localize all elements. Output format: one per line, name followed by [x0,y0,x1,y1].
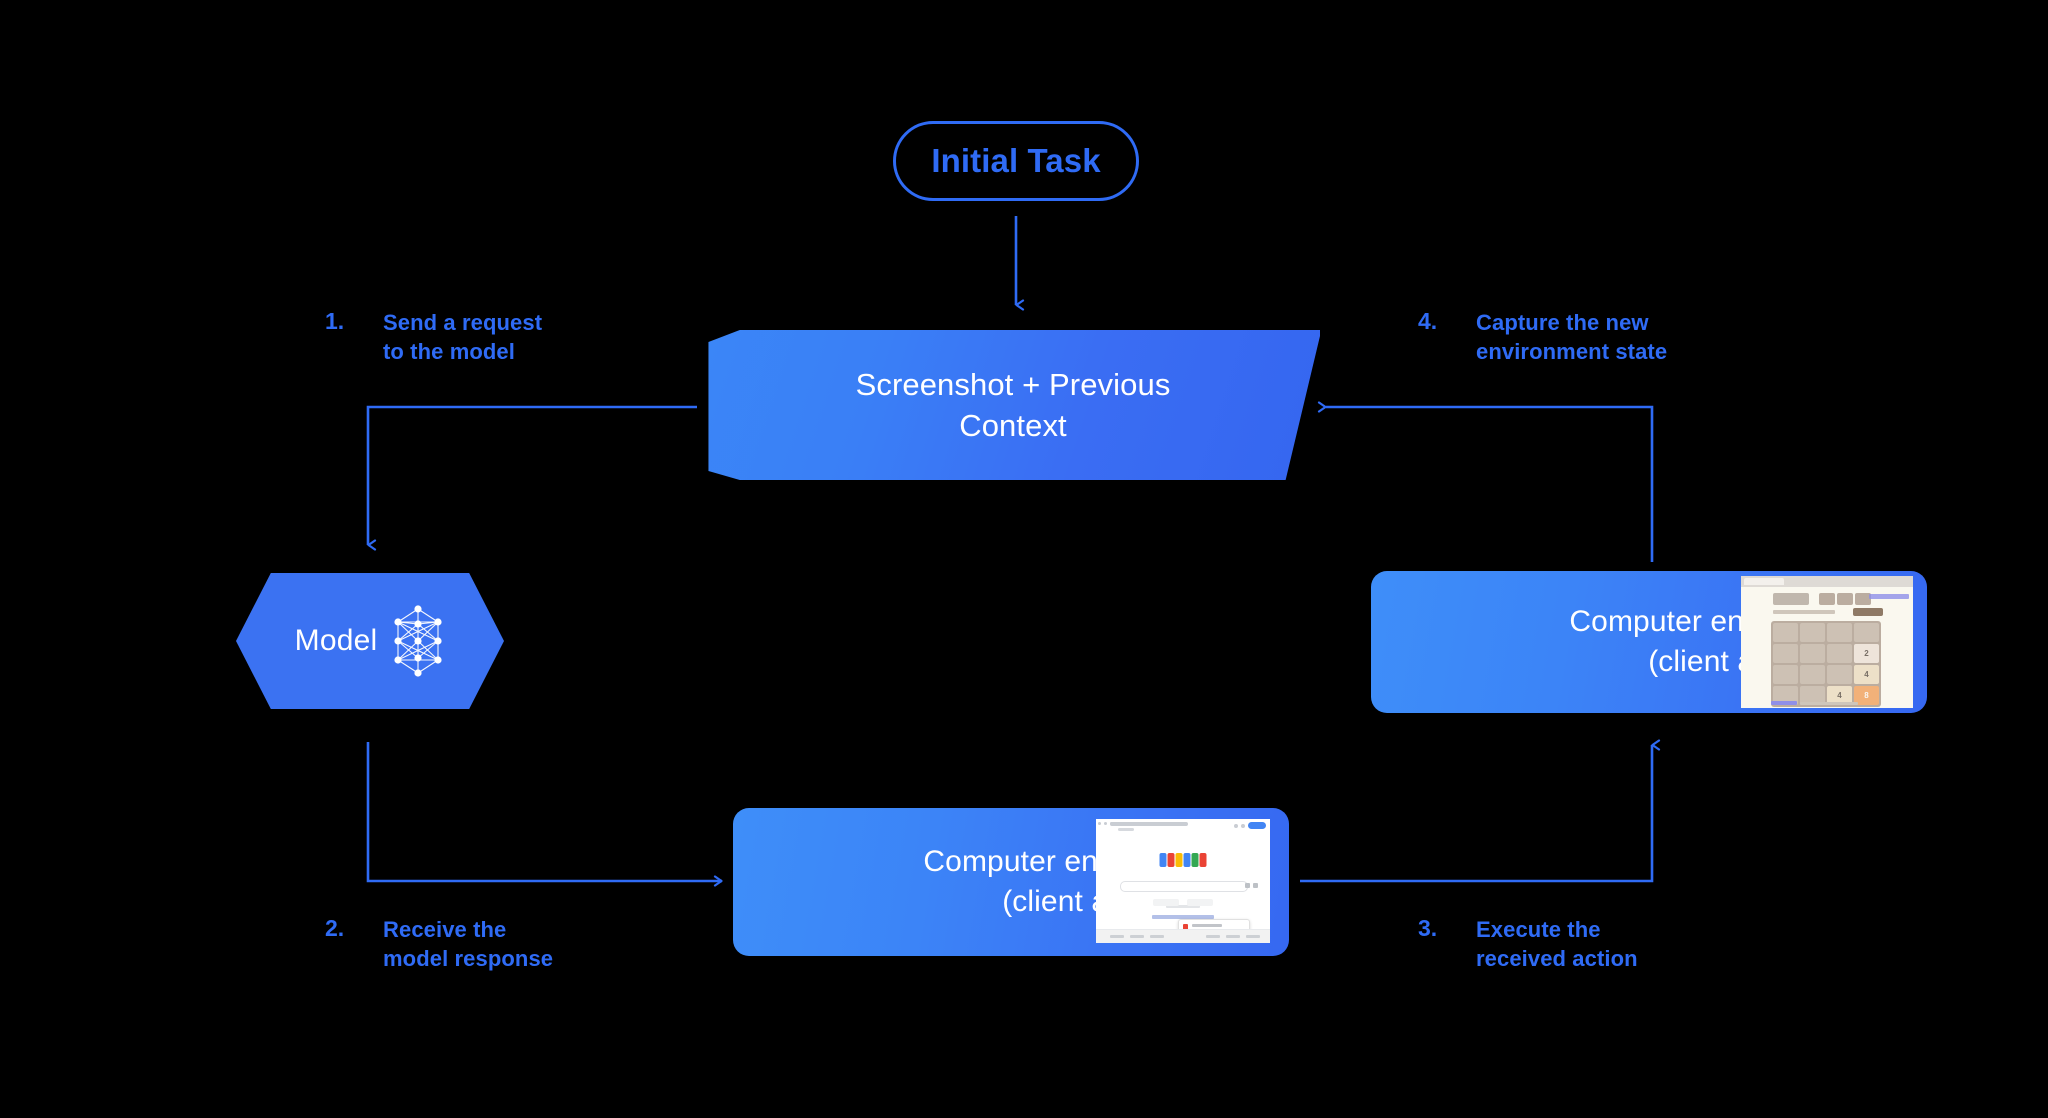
header-links[interactable] [1869,594,1909,599]
logo-letter [1159,853,1167,867]
neural-network-icon [394,605,442,677]
initial-task-node[interactable]: Initial Task [893,121,1139,201]
model-node[interactable]: Model [236,573,504,709]
grid-cell [1827,644,1852,663]
connector-context-to-model [366,405,697,551]
grid-cell [1827,623,1852,642]
grid-cell [1773,686,1798,705]
context-node-shape [708,330,1320,480]
logo-letter [1199,853,1207,867]
connector-model-to-env-bottom [366,742,723,887]
model-node-shape [236,573,504,709]
footer-link[interactable] [1130,935,1144,938]
microphone-icon[interactable] [1245,883,1250,888]
grid-cell [1773,665,1798,684]
step-3: 3. Execute the received action [1418,915,1638,973]
page-footer [1096,929,1270,943]
score-boxes [1819,593,1871,605]
step-4: 4. Capture the new environment state [1418,308,1667,366]
step-1-number: 1. [325,308,345,334]
initial-task-label: Initial Task [931,142,1101,179]
grid-cell [1800,623,1825,642]
grid-cell [1827,665,1852,684]
dialog-title [1192,924,1222,927]
dialog-icon [1183,924,1188,930]
extra-score-box [1855,593,1871,605]
grid-cell [1773,623,1798,642]
game-logo [1773,593,1809,605]
context-node-text: Screenshot + Previous Context [706,330,1320,480]
grid-tile: 8 [1854,686,1879,705]
grid-tile: 2 [1854,644,1879,663]
step-2-text: Receive the model response [383,917,554,971]
footer-links-right [1206,935,1260,938]
context-node[interactable]: Screenshot + Previous Context [706,330,1320,480]
grid-tile: 4 [1827,686,1852,705]
footer-link[interactable] [1150,935,1164,938]
signin-button[interactable] [1248,822,1266,829]
step-1: 1. Send a request to the model [325,308,542,366]
context-node-line2: Context [959,408,1067,443]
step-1-text: Send a request to the model [383,310,543,364]
google-search-button[interactable] [1153,899,1179,906]
search-icons [1245,883,1258,888]
step-4-number: 4. [1418,308,1438,334]
google-page-body [1096,835,1270,943]
grid-cell [1854,623,1879,642]
address-bar-secondary [1118,828,1134,831]
step-2-number: 2. [325,915,345,941]
grid-cell [1800,686,1825,705]
game-subtitle [1773,610,1835,614]
logo-letter [1183,853,1191,867]
game-footer [1771,701,1858,705]
search-input[interactable] [1120,881,1248,892]
back-icon [1098,822,1101,825]
new-game-button[interactable] [1853,608,1883,616]
footer-link[interactable] [1246,935,1260,938]
footer-link[interactable] [1771,701,1797,705]
footer-text [1800,701,1858,705]
logo-letter [1191,853,1199,867]
language-links[interactable] [1152,915,1214,919]
score-box [1819,593,1835,605]
context-node-line1: Screenshot + Previous [855,367,1171,402]
thumbnail-google-search[interactable] [1096,819,1270,943]
feeling-lucky-button[interactable] [1187,899,1213,906]
logo-letter [1167,853,1175,867]
game-grid[interactable]: 2 4 4 8 [1771,621,1881,707]
extension-icon [1234,823,1238,828]
grid-cell [1800,644,1825,663]
address-bar[interactable] [1110,822,1188,826]
logo-letter [1175,853,1183,867]
forward-icon [1104,822,1107,825]
footer-link[interactable] [1206,935,1220,938]
step-3-text: Execute the received action [1476,917,1638,971]
google-logo-icon [1159,853,1207,867]
browser-chrome-bar [1096,819,1270,836]
model-node-content: Model [236,573,504,709]
footer-links-left [1110,935,1164,938]
footer-link[interactable] [1226,935,1240,938]
browser-tab [1744,578,1784,585]
search-buttons [1153,899,1213,906]
grid-cell [1773,644,1798,663]
camera-icon[interactable] [1253,883,1258,888]
grid-cell [1800,665,1825,684]
step-3-number: 3. [1418,915,1438,941]
footer-link[interactable] [1110,935,1124,938]
browser-toolbar-right [1234,822,1266,829]
best-score-box [1837,593,1853,605]
model-node-label: Model [294,624,378,657]
connector-env-right-to-context [1317,401,1654,562]
grid-tile: 4 [1854,665,1879,684]
profile-icon [1241,823,1245,828]
search-hint-text [1166,905,1200,908]
step-2: 2. Receive the model response [325,915,553,973]
connector-env-bottom-to-env-right [1300,739,1661,883]
game-page: 2 4 4 8 [1741,587,1913,708]
thumbnail-2048-game[interactable]: 2 4 4 8 [1741,576,1913,708]
step-4-text: Capture the new environment state [1476,310,1668,364]
